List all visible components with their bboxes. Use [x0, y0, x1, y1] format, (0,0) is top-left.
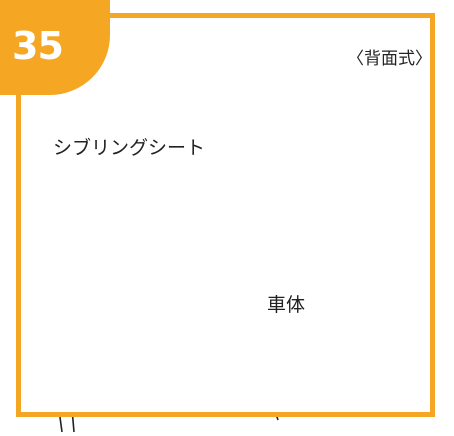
click-label: カチッ — [118, 326, 172, 347]
view-label: 〈背面式〉 — [347, 49, 432, 69]
step-number: 35 — [12, 24, 64, 68]
frame-label: 車体 — [267, 294, 306, 316]
sibling-seat-label: シブリングシート — [53, 137, 206, 159]
